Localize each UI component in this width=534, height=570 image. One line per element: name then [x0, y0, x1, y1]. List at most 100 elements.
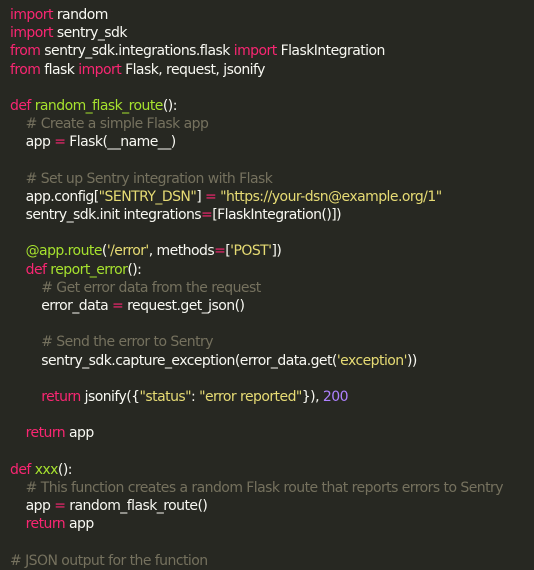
code-token: flask — [40, 61, 79, 78]
code-line: import random — [10, 6, 534, 24]
code-token — [10, 480, 26, 496]
code-line: app = random_flask_route() — [10, 497, 534, 515]
keyword-token: import — [78, 61, 122, 78]
code-line: ​ — [10, 224, 534, 242]
code-line: sentry_sdk.init integrations=[FlaskInteg… — [10, 206, 534, 224]
keyword-token: def — [25, 261, 47, 278]
keyword-token: return — [41, 388, 81, 405]
string-token: "https://your-dsn@example.org/1" — [220, 188, 442, 205]
code-token: request.get_json() — [123, 298, 245, 314]
comment-token: # Create a simple Flask app — [25, 116, 209, 133]
code-line: from flask import Flask, request, jsonif… — [10, 61, 534, 79]
code-line: # This function creates a random Flask r… — [10, 479, 534, 497]
code-line: def xxx(): — [10, 461, 534, 479]
keyword-token: def — [10, 461, 31, 478]
string-token: "SENTRY_DSN" — [98, 188, 197, 205]
code-token: (): — [127, 261, 142, 278]
string-token: 'POST' — [230, 243, 272, 260]
code-line: ​ — [10, 443, 534, 461]
keyword-token: from — [10, 61, 41, 78]
code-token: (): — [57, 461, 73, 478]
code-line: ​ — [10, 533, 534, 551]
code-token: [ — [225, 243, 231, 260]
comment-token: # JSON output for the function — [10, 552, 208, 569]
code-token — [10, 280, 41, 296]
code-line: app = Flask(__name__) — [10, 133, 534, 151]
comment-token: # Set up Sentry integration with Flask — [25, 170, 273, 187]
code-token: ]) — [271, 243, 282, 260]
code-token — [10, 516, 26, 532]
code-line: ​ — [10, 79, 534, 97]
string-token: '/error' — [106, 243, 149, 260]
code-token — [10, 425, 26, 441]
keyword-token: import — [10, 25, 53, 42]
code-line: def random_flask_route(): — [10, 97, 534, 115]
code-line: return app — [10, 424, 534, 442]
comment-token: # Get error data from the request — [41, 279, 261, 296]
keyword-token: from — [10, 43, 41, 60]
comment-token: # This function creates a random Flask r… — [25, 479, 504, 496]
number-token: 200 — [322, 388, 349, 405]
keyword-token: return — [25, 425, 66, 442]
code-token: app — [65, 516, 94, 533]
code-token: error_data — [10, 298, 113, 314]
code-token: jsonify({ — [80, 388, 140, 405]
code-line: ​ — [10, 315, 534, 333]
code-token: )) — [406, 352, 417, 369]
code-line: return jsonify({"status": "error reporte… — [10, 388, 534, 406]
code-line: from sentry_sdk.integrations.flask impor… — [10, 42, 534, 60]
keyword-token: def — [10, 97, 31, 114]
code-token: ( — [101, 243, 107, 260]
code-line: error_data = request.get_json() — [10, 297, 534, 315]
code-token: random_flask_route() — [65, 498, 208, 515]
code-token: app — [65, 425, 94, 442]
code-token: sentry_sdk.capture_exception(error_data.… — [10, 352, 337, 369]
keyword-token: = — [54, 134, 66, 151]
keyword-token: = — [54, 498, 66, 515]
code-token: }), — [301, 388, 323, 405]
keyword-token: import — [10, 7, 53, 23]
code-token — [10, 171, 26, 187]
code-line: # Set up Sentry integration with Flask — [10, 170, 534, 188]
code-token: [FlaskIntegration()]) — [212, 207, 342, 224]
keyword-token: return — [25, 516, 66, 533]
code-line: ​ — [10, 370, 534, 388]
code-token: sentry_sdk.integrations.flask — [40, 43, 234, 60]
keyword-token: = — [205, 188, 217, 205]
function-token: report_error — [50, 261, 128, 278]
code-token — [10, 389, 41, 405]
code-token — [10, 116, 26, 132]
keyword-token: = — [201, 207, 213, 224]
code-token: app — [10, 498, 55, 515]
code-line: # JSON output for the function — [10, 552, 534, 570]
code-token: FlaskIntegration — [276, 43, 386, 60]
comment-token: # Send the error to Sentry — [41, 334, 213, 351]
keyword-token: = — [112, 298, 124, 314]
code-token: sentry_sdk.init integrations — [10, 207, 202, 224]
code-token: (): — [162, 97, 178, 114]
code-token: sentry_sdk — [52, 25, 128, 42]
code-token: Flask, request, jsonify — [121, 61, 265, 78]
code-line: @app.route('/error', methods=['POST']) — [10, 242, 534, 260]
code-line: # Create a simple Flask app — [10, 115, 534, 133]
code-line: return app — [10, 515, 534, 533]
code-token: : — [191, 388, 200, 405]
code-line: # Send the error to Sentry — [10, 333, 534, 351]
string-token: "error reported" — [199, 388, 302, 405]
code-token: app.config[ — [10, 188, 100, 205]
code-line: ​ — [10, 152, 534, 170]
code-line: def report_error(): — [10, 261, 534, 279]
string-token: "status" — [139, 388, 192, 405]
code-token: Flask(__name__) — [65, 134, 176, 151]
function-token: xxx — [34, 461, 59, 478]
code-token: random — [52, 7, 109, 23]
code-token — [10, 334, 41, 350]
code-line: # Get error data from the request — [10, 279, 534, 297]
code-token — [10, 262, 26, 278]
code-line: import sentry_sdk — [10, 24, 534, 42]
code-line: ​ — [10, 406, 534, 424]
keyword-token: import — [233, 43, 277, 60]
code-line: app.config["SENTRY_DSN"] = "https://your… — [10, 188, 534, 206]
